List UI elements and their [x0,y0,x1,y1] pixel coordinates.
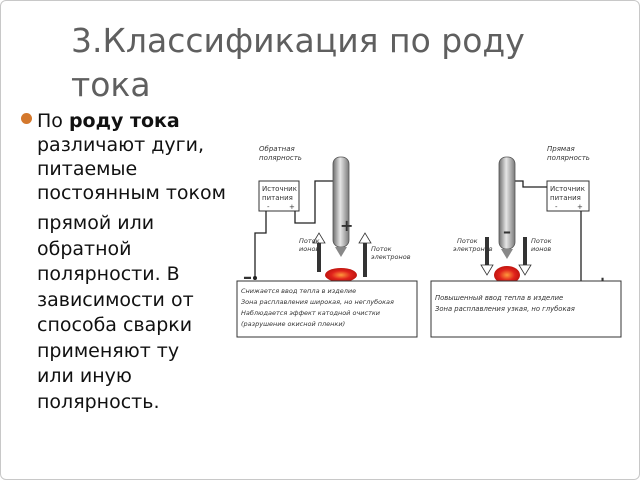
right-source-plus: + [577,203,583,211]
bullet-prefix: По [37,110,69,132]
right-electrode-sign: – [503,222,511,241]
left-description-box [236,280,418,338]
left-electron-flow-label: Поток [371,245,392,253]
bullet-dot-icon [21,113,32,124]
left-ion-flow-label-2: ионов [299,245,319,253]
right-ion-flow-label: Поток [531,237,552,245]
left-desc-line: Зона расплавления широкая, но неглубокая [241,298,394,306]
left-electrode-sign: + [340,216,353,235]
right-wire-minus [509,180,547,188]
left-ion-arrowhead [312,232,326,244]
right-electrode-tip [501,249,513,259]
right-polarity-label-2: полярность [547,154,590,162]
bullet-line: различают дуги, [37,134,205,156]
left-wire-plus [294,180,337,224]
left-wire-minus [254,211,267,278]
right-source-label: Источник [550,185,585,193]
bullet-line: способа сварки [37,314,193,336]
left-work-sign: – [243,267,252,288]
left-source-label: Источник [262,185,297,193]
left-polarity-label: Обратная [259,145,295,153]
right-description-box [430,280,622,338]
bullet-bold-term: роду тока [68,110,180,132]
right-desc-line: Зона расплавления узкая, но глубокая [435,305,575,313]
right-desc-line: Повышенный ввод тепла в изделие [435,294,563,302]
bullet-line: полярность. [37,390,160,413]
right-polarity-label: Прямая [547,145,575,153]
bullet-paragraph-2: прямой или обратной полярности. В зависи… [21,211,233,415]
right-arc [494,266,520,284]
left-arc [325,268,357,282]
left-desc-line: (разрушение окисной пленки) [241,320,345,328]
bullet-line: или иную [37,365,132,387]
left-ion-flow-label: Поток [299,237,320,245]
right-electron-flow-label: Поток [457,237,478,245]
left-source-label-2: питания [262,194,293,202]
bullet-line: обратной [37,237,132,260]
bullet-line: питаемые [37,158,138,180]
right-source-label-2: питания [550,194,581,202]
left-electrode-tip [335,247,347,257]
bullet-text-block: По роду тока различают дуги, питаемые по… [21,109,233,459]
right-power-source-box [546,180,590,212]
left-desc-line: Снижается ввод тепла в изделие [241,287,356,295]
left-source-minus: - [267,203,270,211]
bullet-line: прямой или [37,212,155,234]
bullet-line: зависимости от [37,288,194,311]
left-source-plus: + [289,203,295,211]
left-panel: Обратная полярность Источник питания - +… [236,145,418,338]
right-panel: Прямая полярность Источник питания - + – [430,145,622,338]
right-ion-arrowhead [518,264,532,276]
left-power-source-box [258,180,300,212]
bullet-line: применяют ту [37,339,180,362]
left-polarity-label-2: полярность [259,154,302,162]
left-desc-line: Наблюдается эффект катодной очистки [241,309,380,317]
right-source-minus: - [555,203,558,211]
title-line-1: 3.Классификация по роду [71,21,525,60]
polarity-diagram: Обратная полярность Источник питания - +… [233,137,625,347]
right-ion-flow-label-2: ионов [531,245,551,253]
polarity-diagram-svg: Обратная полярность Источник питания - +… [236,145,622,338]
bullet-paragraph-1: По роду тока различают дуги, питаемые по… [21,109,233,205]
title-line-2: тока [71,65,151,104]
bullet-line: полярности. В [37,263,180,285]
slide-title: 3.Классификация по роду тока [71,19,591,107]
left-wire-node [253,276,257,280]
left-electron-flow-label-2: электронов [371,253,411,261]
right-electron-arrowhead [480,264,494,276]
bullet-line: постоянным током [37,182,226,204]
left-electron-arrowhead [358,232,372,244]
right-electron-flow-label-2: электронов [453,245,493,253]
